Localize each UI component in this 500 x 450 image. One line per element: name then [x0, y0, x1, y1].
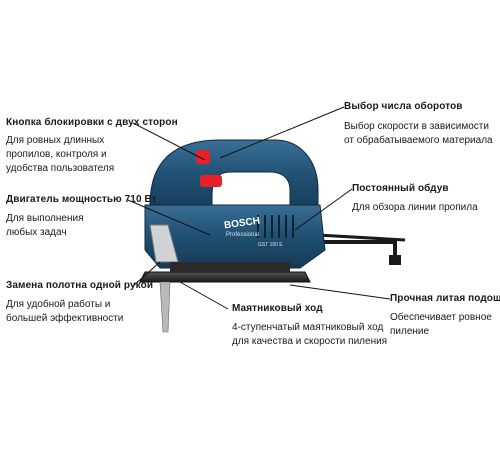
feature-blade-title: Замена полотна одной рукой	[6, 280, 154, 291]
feature-pendulum-desc: 4-ступенчатый маятниковый ход для качест…	[232, 321, 387, 349]
feature-sole-desc: Обеспечивает ровное пиление	[390, 311, 492, 339]
feature-blow-desc: Для обзора линии пропила	[352, 201, 478, 215]
feature-blade-desc-line: большей эффективности	[6, 313, 124, 324]
feature-blade-desc-line: Для удобной работы и	[6, 299, 111, 310]
base-plate	[139, 271, 311, 283]
feature-speed-title: Выбор числа оборотов	[344, 101, 463, 112]
feature-pendulum-title: Маятниковый ход	[232, 303, 323, 314]
feature-lock-title: Кнопка блокировки с двух сторон	[6, 117, 178, 128]
model-label: GST 150 E	[258, 242, 283, 248]
feature-lock-desc: Для ровных длинных пропилов, контроля и …	[6, 134, 114, 176]
vent-slots	[257, 215, 294, 238]
feature-motor-desc: Для выполнения любых задач	[6, 212, 84, 240]
feature-lock-desc-line: пропилов, контроля и	[6, 149, 107, 160]
feature-blade-desc: Для удобной работы и большей эффективнос…	[6, 298, 123, 326]
handle-body	[149, 139, 319, 216]
saw-blade	[159, 281, 171, 333]
feature-speed-desc: Выбор скорости в зависимости от обрабаты…	[344, 120, 493, 148]
feature-speed-desc-line: от обрабатываемого материала	[344, 135, 493, 146]
feature-motor-desc-line: любых задач	[6, 227, 67, 238]
feature-motor-desc-line: Для выполнения	[6, 213, 84, 224]
feature-sole-desc-line: пиление	[390, 326, 430, 337]
feature-pendulum-desc-line: для качества и скорости пиления	[232, 336, 388, 347]
feature-pendulum-desc-line: 4-ступенчатый маятниковый ход	[232, 322, 384, 333]
trigger	[200, 175, 222, 187]
feature-motor-title: Двигатель мощностью 710 Вт	[6, 194, 157, 205]
feature-lock-desc-line: Для ровных длинных	[6, 135, 105, 146]
feature-blow-title: Постоянный обдув	[352, 183, 449, 194]
feature-lock-desc-line: удобства пользователя	[6, 163, 115, 174]
leader-lines	[127, 106, 391, 310]
feature-speed-desc-line: Выбор скорости в зависимости	[344, 121, 489, 132]
feature-sole-desc-line: Обеспечивает ровное	[390, 312, 492, 323]
product-line-label: Professional	[226, 232, 260, 238]
feature-blow-desc-line: Для обзора линии пропила	[352, 202, 478, 213]
feature-sole-title: Прочная литая подошва	[390, 293, 500, 304]
speed-wheel	[196, 150, 210, 164]
